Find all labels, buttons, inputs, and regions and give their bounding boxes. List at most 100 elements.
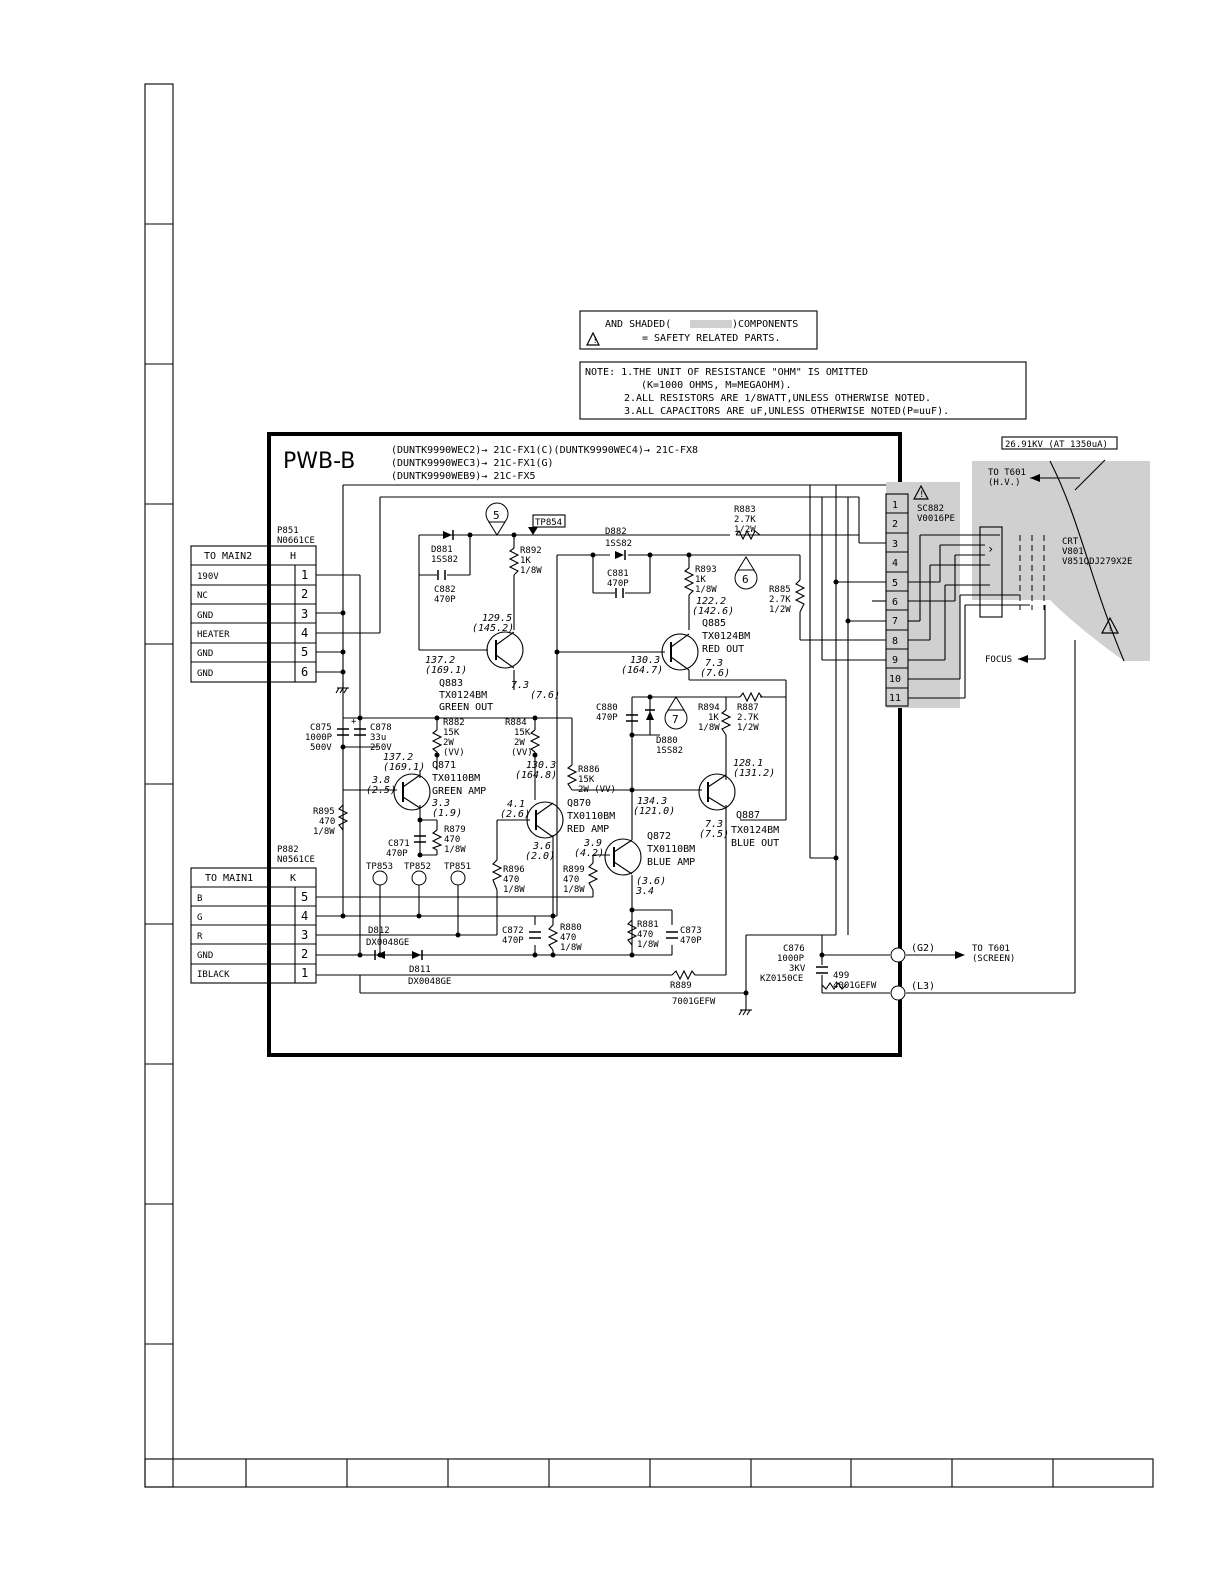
r893-w: 1/8W — [695, 585, 717, 595]
r894-val: 1K — [708, 713, 719, 723]
connector-h-pin-num: 5 — [301, 645, 308, 659]
connector-k-pin-label: GND — [197, 951, 213, 961]
wiring — [316, 484, 1076, 1016]
warning-triangle-icon — [586, 331, 600, 346]
r882-val: 15K — [443, 728, 460, 738]
r896-val: 470 — [503, 875, 519, 885]
crt-label: CRT — [1062, 537, 1079, 547]
crt-part: V851QDJ279X2E — [1062, 557, 1132, 567]
hv-note: 26.91KV (AT 1350uA) — [1001, 436, 1118, 450]
svg-text:!: ! — [919, 490, 924, 500]
q871-part: TX0110BM — [432, 773, 480, 784]
screen-label-1: TO T601 — [972, 944, 1010, 954]
svg-text:!: ! — [593, 336, 598, 346]
safety-note: ! AND SHADED( )COMPONENTS = SAFETY RELAT… — [579, 310, 818, 350]
connector-h-pin-label: GND — [197, 669, 213, 679]
d812-symbol — [376, 951, 385, 959]
q887-v2: (131.2) — [733, 768, 775, 779]
q870-part: TX0110BM — [567, 811, 615, 822]
board-variant-1: (DUNTK9990WEC2)→ 21C-FX1(C)(DUNTK9990WEC… — [391, 445, 698, 456]
d882-symbol — [615, 551, 624, 559]
passive-symbols — [337, 502, 847, 990]
q871-role: GREEN AMP — [432, 786, 486, 797]
q885-symbol — [661, 633, 699, 671]
q870-v6: (164.8) — [515, 770, 557, 781]
q872-v2: (4.2) — [574, 848, 604, 859]
connector-k-pin-num: 3 — [301, 928, 308, 942]
r882-x: (VV) — [443, 748, 465, 758]
d811-ref: D811 — [409, 965, 431, 975]
q887-part: TX0124BM — [731, 825, 779, 836]
connector-h-pin-num: 4 — [301, 626, 308, 640]
q883-v5: 7.3 — [511, 680, 529, 691]
q885-part: TX0124BM — [702, 631, 750, 642]
connector-h-pin-label: GND — [197, 649, 213, 659]
q887-role: BLUE OUT — [731, 838, 779, 849]
crt: › CRT V801 V851QDJ279X2E ! TO T601 (H.V.… — [972, 459, 1150, 665]
c876-ref: C876 — [783, 944, 805, 954]
connector-h-title: TO MAIN2 — [204, 551, 252, 562]
connector-k-pin-num: 1 — [301, 966, 308, 980]
r884-ref: R884 — [505, 718, 527, 728]
r895-val: 470 — [319, 817, 335, 827]
connector-h-pin-num: 1 — [301, 568, 308, 582]
q872-ref: Q872 — [647, 831, 671, 842]
q870-v5: 130.3 — [526, 760, 556, 771]
r887-ref: R887 — [737, 703, 759, 713]
connector-k-pin-label: B — [197, 894, 202, 904]
q885-ref: Q885 — [702, 618, 726, 629]
crt-hv-label: TO T601 — [988, 468, 1026, 478]
r884-val: 15K — [514, 728, 531, 738]
connector-h-pin-num: 2 — [301, 587, 308, 601]
d882-part: 1SS82 — [605, 539, 632, 549]
svg-text:›: › — [987, 542, 994, 556]
r893-ref: R893 — [695, 565, 717, 575]
c876-v: 3KV — [789, 964, 806, 974]
r885-ref: R885 — [769, 585, 791, 595]
warning-triangle-icon — [1101, 616, 1119, 634]
connector-k-part: N0561CE — [277, 855, 315, 865]
q872-v6: (121.0) — [633, 806, 675, 817]
q885-v3: 7.3 — [705, 658, 723, 669]
r881-w: 1/8W — [637, 940, 659, 950]
page-frame — [144, 83, 1154, 1488]
q883-v1: 129.5 — [482, 613, 512, 624]
q883-v2: (145.2) — [472, 623, 514, 634]
r896-ref: R896 — [503, 865, 525, 875]
tp854-label: TP854 — [535, 518, 562, 528]
connector-h-letter: H — [290, 551, 296, 562]
connector-k-pin-label: G — [197, 913, 202, 923]
d881-ref: D881 — [431, 545, 453, 555]
q872-v5: 134.3 — [637, 796, 667, 807]
r887-w: 1/2W — [737, 723, 759, 733]
safety-line1-suffix: )COMPONENTS — [732, 319, 798, 330]
board-variant-3: (DUNTK9990WEB9)→ 21C-FX5 — [391, 471, 536, 482]
socket-pin: 9 — [892, 655, 898, 666]
crt-socket: 1 2 3 4 5 6 7 8 9 10 11 ! SC882 V0016PE — [885, 482, 960, 708]
r883-w: 1/2W — [734, 525, 756, 535]
q885-v6: (142.6) — [692, 606, 734, 617]
q883-symbol — [486, 631, 524, 669]
r899-ref: R899 — [563, 865, 585, 875]
d811-symbol — [412, 951, 421, 959]
r899-w: 1/8W — [563, 885, 585, 895]
r895-ref: R895 — [313, 807, 335, 817]
connector-k-letter: K — [290, 873, 296, 884]
q885-v2: (164.7) — [621, 665, 663, 676]
safety-line2: = SAFETY RELATED PARTS. — [642, 333, 780, 344]
crt-ref: V801 — [1062, 547, 1084, 557]
g2-label: (G2) — [911, 943, 935, 954]
r889-ref: R889 — [670, 981, 692, 991]
r499-part: 4001GEFW — [833, 981, 877, 991]
marker-5: 5 — [493, 509, 500, 522]
board-title: PWB-B — [283, 449, 355, 474]
connector-k-ref: P882 — [277, 845, 299, 855]
d881-symbol — [443, 531, 452, 539]
pwb-b-board: PWB-B (DUNTK9990WEC2)→ 21C-FX1(C)(DUNTK9… — [267, 432, 902, 1057]
note-line2: (K=1000 OHMS, M=MEGAOHM). — [641, 380, 792, 391]
labels: TP854 5 6 7 TP853 TP852 TP851 D881 1SS82… — [305, 505, 1015, 1007]
crt-hv-label-2: (H.V.) — [988, 478, 1021, 488]
q870-v3: 3.6 — [532, 841, 551, 852]
r882-w: 2W — [443, 738, 454, 748]
socket-pin: 4 — [892, 558, 898, 569]
